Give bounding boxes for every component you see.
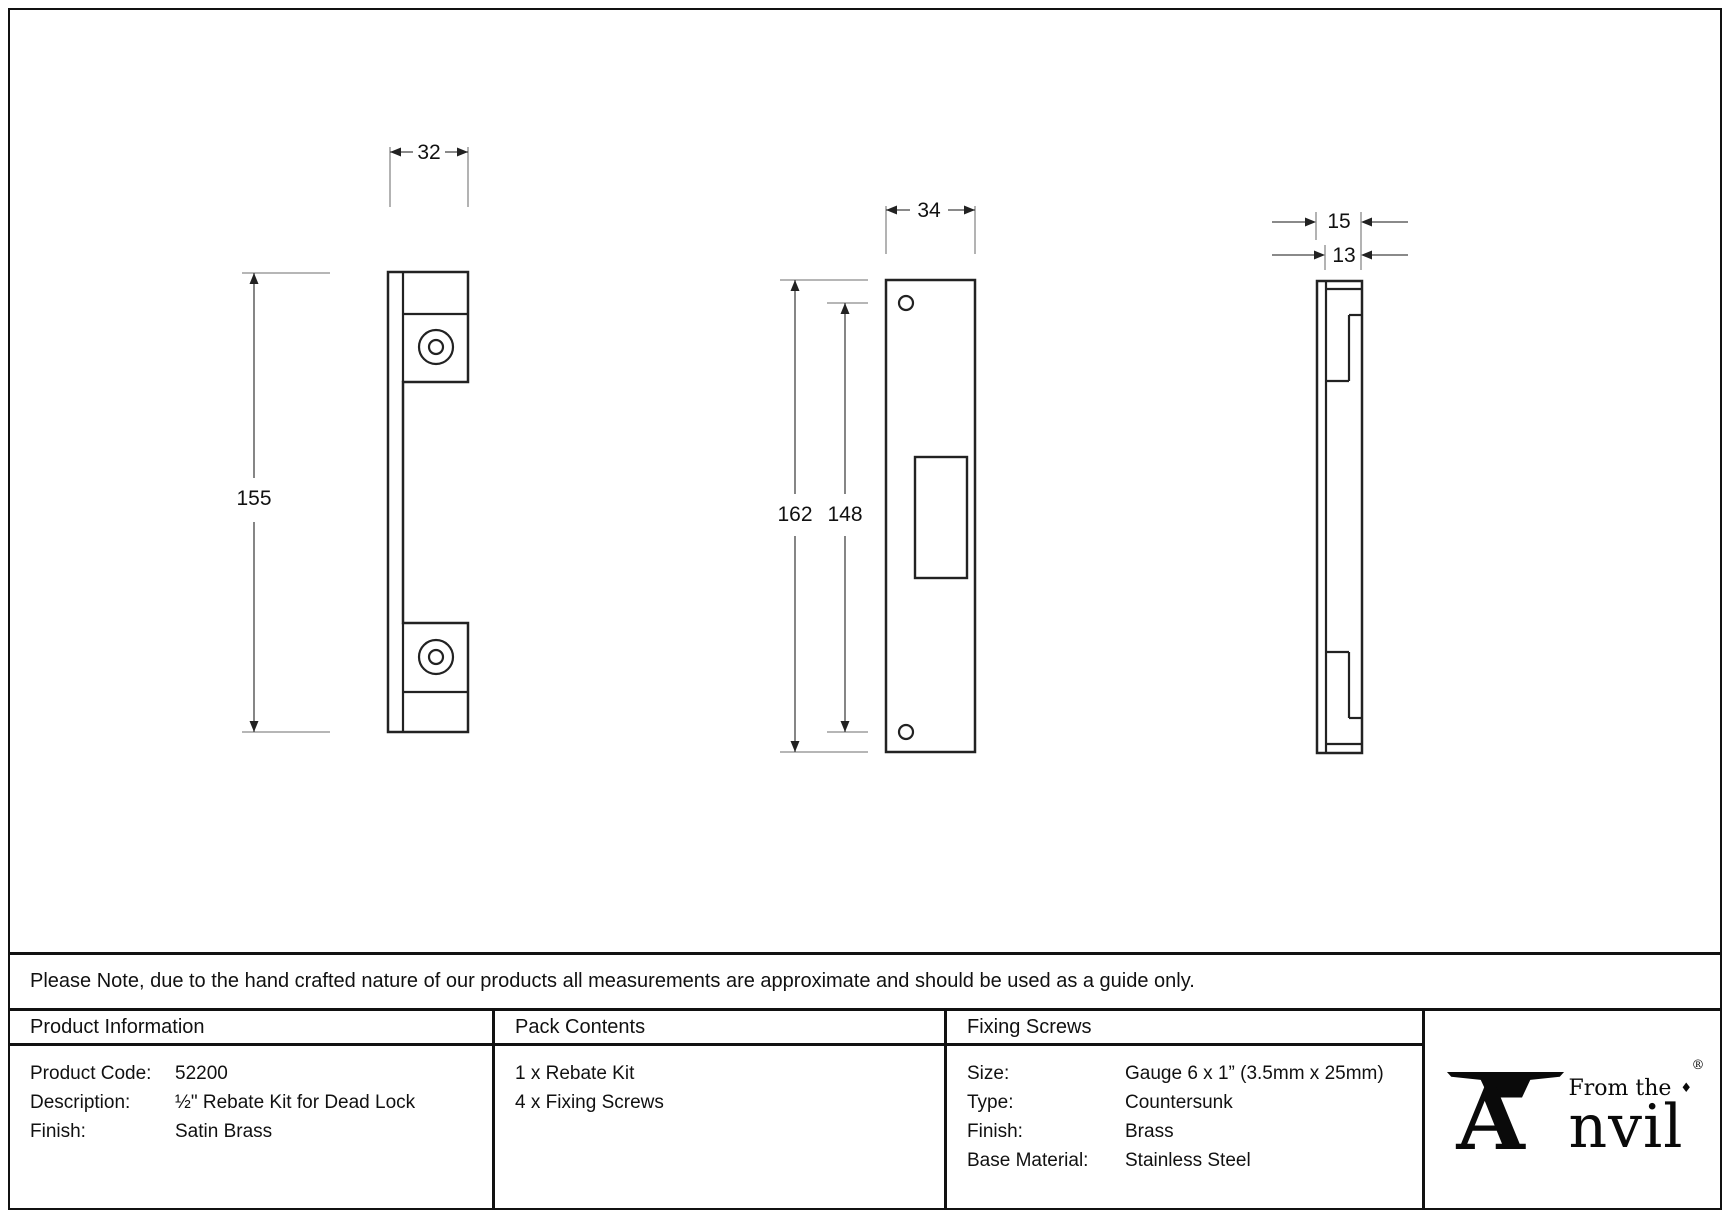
- pack-contents-body: 1 x Rebate Kit 4 x Fixing Screws: [495, 1046, 944, 1208]
- logo-prefix-text: From the: [1568, 1075, 1672, 1101]
- dim-label-155: 155: [236, 487, 271, 510]
- fixing-screws-header: Fixing Screws: [947, 1011, 1422, 1046]
- product-information-column: Product Information Product Code: 52200 …: [10, 1011, 492, 1208]
- arrowhead: [840, 721, 850, 732]
- pack-item: 1 x Rebate Kit: [515, 1063, 635, 1084]
- dim-label-34: 34: [917, 199, 941, 222]
- dim-label-13: 13: [1332, 244, 1355, 267]
- arrowhead: [249, 721, 259, 732]
- screw-hole-top: [417, 328, 455, 366]
- from-the-anvil-logo: A From the ♦ nvil ®: [1446, 1058, 1705, 1170]
- page-frame: 32 155: [8, 8, 1722, 1210]
- arrowhead: [390, 147, 401, 157]
- plate-view-drawing: 34 162 148: [777, 199, 977, 754]
- dim-label-162: 162: [777, 503, 812, 526]
- registered-trademark-symbol: ®: [1691, 1057, 1705, 1073]
- plate-screw-hole-bottom: [897, 723, 915, 741]
- screw-size-value: Gauge 6 x 1” (3.5mm x 25mm): [1125, 1063, 1384, 1084]
- measurement-note-bar: Please Note, due to the hand crafted nat…: [10, 952, 1720, 1008]
- product-code-value: 52200: [175, 1063, 228, 1084]
- screw-finish-label: Finish:: [967, 1121, 1023, 1142]
- finish-label: Finish:: [30, 1121, 86, 1142]
- product-code-label: Product Code:: [30, 1063, 152, 1084]
- screw-base-material-label: Base Material:: [967, 1150, 1089, 1171]
- logo-brand-rest: nvil: [1568, 1091, 1684, 1162]
- screw-finish-value: Brass: [1125, 1121, 1174, 1142]
- front-view-outline: [386, 270, 470, 734]
- pack-contents-header: Pack Contents: [495, 1011, 944, 1046]
- arrowhead: [1361, 250, 1372, 260]
- arrowhead: [886, 205, 897, 215]
- dim-label-15: 15: [1327, 210, 1350, 233]
- diamond-icon: ♦: [1680, 1080, 1693, 1096]
- fixing-screws-column: Fixing Screws Size: Gauge 6 x 1” (3.5mm …: [944, 1011, 1422, 1208]
- product-information-body: Product Code: 52200 Description: ½" Reba…: [10, 1046, 492, 1208]
- measurement-note-text: Please Note, due to the hand crafted nat…: [30, 970, 1195, 992]
- technical-drawing-area: 32 155: [10, 10, 1720, 952]
- side-view-outline: [1315, 279, 1364, 755]
- dim-label-148: 148: [827, 503, 862, 526]
- logo-brand-initial: A: [1456, 1065, 1525, 1170]
- technical-drawing-canvas: 32 155: [236, 141, 1408, 755]
- arrowhead: [457, 147, 468, 157]
- arrowhead: [249, 273, 259, 284]
- bolt-cutout: [913, 455, 969, 580]
- front-view-drawing: 32 155: [236, 141, 470, 734]
- brand-logo-cell: A From the ♦ nvil ®: [1422, 1011, 1720, 1208]
- pack-item: 4 x Fixing Screws: [515, 1092, 664, 1113]
- arrowhead: [1305, 217, 1316, 227]
- plate-outline: [884, 278, 977, 754]
- arrowhead: [840, 303, 850, 314]
- pack-contents-column: Pack Contents 1 x Rebate Kit 4 x Fixing …: [492, 1011, 944, 1208]
- screw-type-label: Type:: [967, 1092, 1014, 1113]
- arrowhead: [1314, 250, 1325, 260]
- finish-value: Satin Brass: [175, 1121, 273, 1142]
- description-label: Description:: [30, 1092, 131, 1113]
- arrowhead: [1361, 217, 1372, 227]
- spec-table: Product Information Product Code: 52200 …: [10, 1008, 1720, 1208]
- description-value: ½" Rebate Kit for Dead Lock: [175, 1092, 416, 1113]
- arrowhead: [790, 741, 800, 752]
- plate-screw-hole-top: [897, 294, 915, 312]
- screw-type-value: Countersunk: [1125, 1092, 1233, 1113]
- product-information-header: Product Information: [10, 1011, 492, 1046]
- side-view-drawing: 15 13: [1272, 210, 1408, 755]
- arrowhead: [964, 205, 975, 215]
- screw-size-label: Size:: [967, 1063, 1010, 1084]
- screw-base-material-value: Stainless Steel: [1125, 1150, 1251, 1171]
- fixing-screws-body: Size: Gauge 6 x 1” (3.5mm x 25mm) Type: …: [947, 1046, 1422, 1208]
- screw-hole-bottom: [417, 638, 455, 676]
- arrowhead: [790, 280, 800, 291]
- dim-label-32: 32: [417, 141, 440, 164]
